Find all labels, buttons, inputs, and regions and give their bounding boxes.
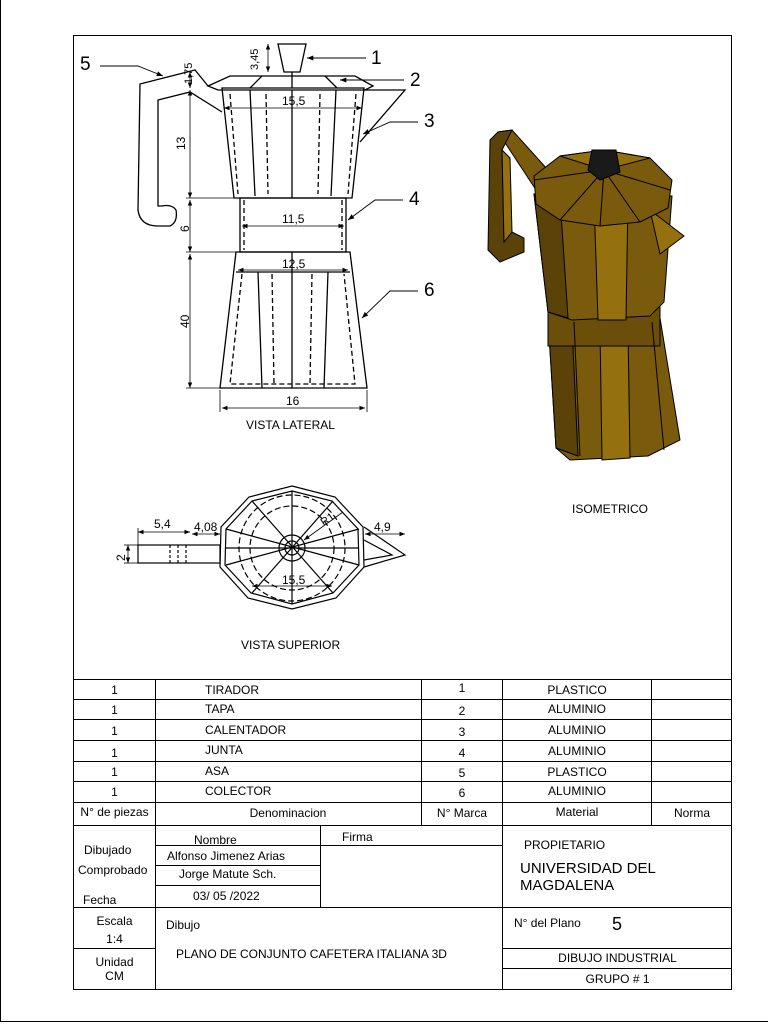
table-row-3-qty: 1 — [111, 724, 118, 738]
balloon-5: 5 — [80, 54, 91, 75]
label-isometric: ISOMETRICO — [572, 502, 649, 516]
table-row-6-material: ALUMINIO — [547, 784, 606, 798]
dim-joint-height: 6 — [178, 225, 192, 232]
balloon-1: 1 — [371, 48, 382, 69]
table-row-5-material: PLASTICO — [547, 765, 607, 779]
table-row-1-name: TIRADOR — [205, 683, 259, 697]
lower-body-outline — [219, 251, 368, 389]
table-row-4-mark: 4 — [458, 746, 466, 760]
header-name: Denominacion — [249, 806, 327, 820]
value-propietario-line1: UNIVERSIDAD DEL — [520, 860, 656, 877]
value-comprobado: Jorge Matute Sch. — [179, 867, 277, 881]
label-escala: Escala — [96, 914, 133, 928]
side-view — [137, 43, 407, 389]
balloon-3: 3 — [424, 111, 435, 132]
dim-top-diameter: 15,5 — [282, 573, 306, 587]
iso-knob — [587, 149, 621, 181]
table-row-5-qty: 1 — [111, 765, 118, 779]
value-unidad: CM — [105, 969, 124, 983]
iso-spout — [649, 208, 685, 255]
sheet-border-left — [0, 0, 1, 1022]
balloon-4: 4 — [409, 189, 420, 210]
header-mark: N° Marca — [436, 806, 488, 820]
side-dimensions — [186, 44, 368, 412]
value-dibujo-title: PLANO DE CONJUNTO CAFETERA ITALIANA 3D — [176, 947, 447, 961]
table-row-2-material: ALUMINIO — [547, 702, 606, 716]
balloon-6: 6 — [424, 280, 435, 301]
knob-outline — [277, 43, 307, 73]
upper-body-outline — [221, 87, 365, 199]
header-qty: N° de piezas — [80, 805, 149, 819]
header-material: Material — [555, 805, 599, 819]
dim-handle-offset: 4,08 — [194, 520, 218, 534]
table-row-1-material: PLASTICO — [547, 683, 607, 697]
table-row-5-mark: 5 — [458, 766, 466, 780]
top-spout — [363, 526, 407, 568]
label-dibujado: Dibujado — [84, 843, 132, 857]
table-row-5-name: ASA — [205, 764, 230, 778]
value-dibujado: Alfonso Jimenez Arias — [167, 849, 286, 863]
drawing-frame — [73, 35, 732, 990]
label-unidad: Unidad — [95, 955, 134, 969]
table-row-3-name: CALENTADOR — [205, 723, 287, 737]
table-row-2-qty: 1 — [111, 703, 118, 717]
table-row-3-material: ALUMINIO — [547, 723, 606, 737]
table-row-1-qty: 1 — [111, 683, 118, 697]
value-group: GRUPO # 1 — [585, 972, 650, 986]
isometric-view — [487, 129, 685, 461]
value-plano: 5 — [612, 914, 623, 934]
label-plano: N° del Plano — [514, 916, 581, 930]
label-propietario: PROPIETARIO — [524, 838, 606, 852]
label-fecha: Fecha — [83, 893, 117, 907]
dim-lid-top: 3,45 — [249, 48, 261, 70]
spout-outline — [359, 89, 407, 143]
top-dimensions — [124, 511, 405, 589]
top-view — [137, 485, 407, 610]
dim-handle-length: 5,4 — [154, 517, 171, 531]
table-row-4-qty: 1 — [111, 746, 118, 760]
dim-joint-width: 11,5 — [282, 212, 305, 226]
table-row-3-mark: 3 — [458, 725, 466, 739]
table-row-4-name: JUNTA — [205, 743, 243, 757]
balloon-leaders — [100, 55, 418, 319]
sheet-border-bottom — [0, 1021, 768, 1022]
top-handle — [137, 544, 221, 564]
dim-lower-top-width: 12,5 — [282, 257, 306, 271]
table-row-6-qty: 1 — [111, 785, 118, 799]
value-fecha: 03/ 05 /2022 — [193, 889, 260, 903]
dim-handle-width: 2 — [114, 554, 128, 561]
dim-top-width: 15,5 — [282, 94, 306, 108]
header-norm: Norma — [673, 806, 710, 820]
table-row-1-mark: 1 — [458, 681, 466, 695]
dim-lid-side: 1,75 — [183, 62, 195, 84]
table-row-2-mark: 2 — [458, 704, 466, 718]
table-row-2-name: TAPA — [205, 702, 235, 716]
dim-lower-height: 40 — [178, 314, 192, 328]
table-row-6-name: COLECTOR — [205, 784, 272, 798]
label-comprobado: Comprobado — [78, 863, 148, 877]
label-dibujo: Dibujo — [166, 918, 201, 932]
dim-upper-height: 13 — [174, 136, 188, 150]
dim-base-width: 16 — [286, 394, 300, 408]
table-row-4-material: ALUMINIO — [547, 744, 606, 758]
dim-spout: 4,9 — [374, 520, 391, 534]
top-octagon-outer — [219, 485, 365, 610]
handle-outline — [137, 69, 223, 227]
balloon-2: 2 — [410, 70, 421, 91]
label-top-view: VISTA SUPERIOR — [241, 638, 341, 652]
lid-outline — [206, 75, 375, 91]
value-propietario-line2: MAGDALENA — [520, 877, 615, 894]
value-escala: 1:4 — [106, 932, 123, 946]
label-firma: Firma — [342, 830, 373, 844]
label-side-view: VISTA LATERAL — [246, 418, 335, 432]
label-nombre: Nombre — [194, 833, 237, 847]
value-course: DIBUJO INDUSTRIAL — [558, 951, 677, 965]
table-row-6-mark: 6 — [458, 786, 466, 800]
